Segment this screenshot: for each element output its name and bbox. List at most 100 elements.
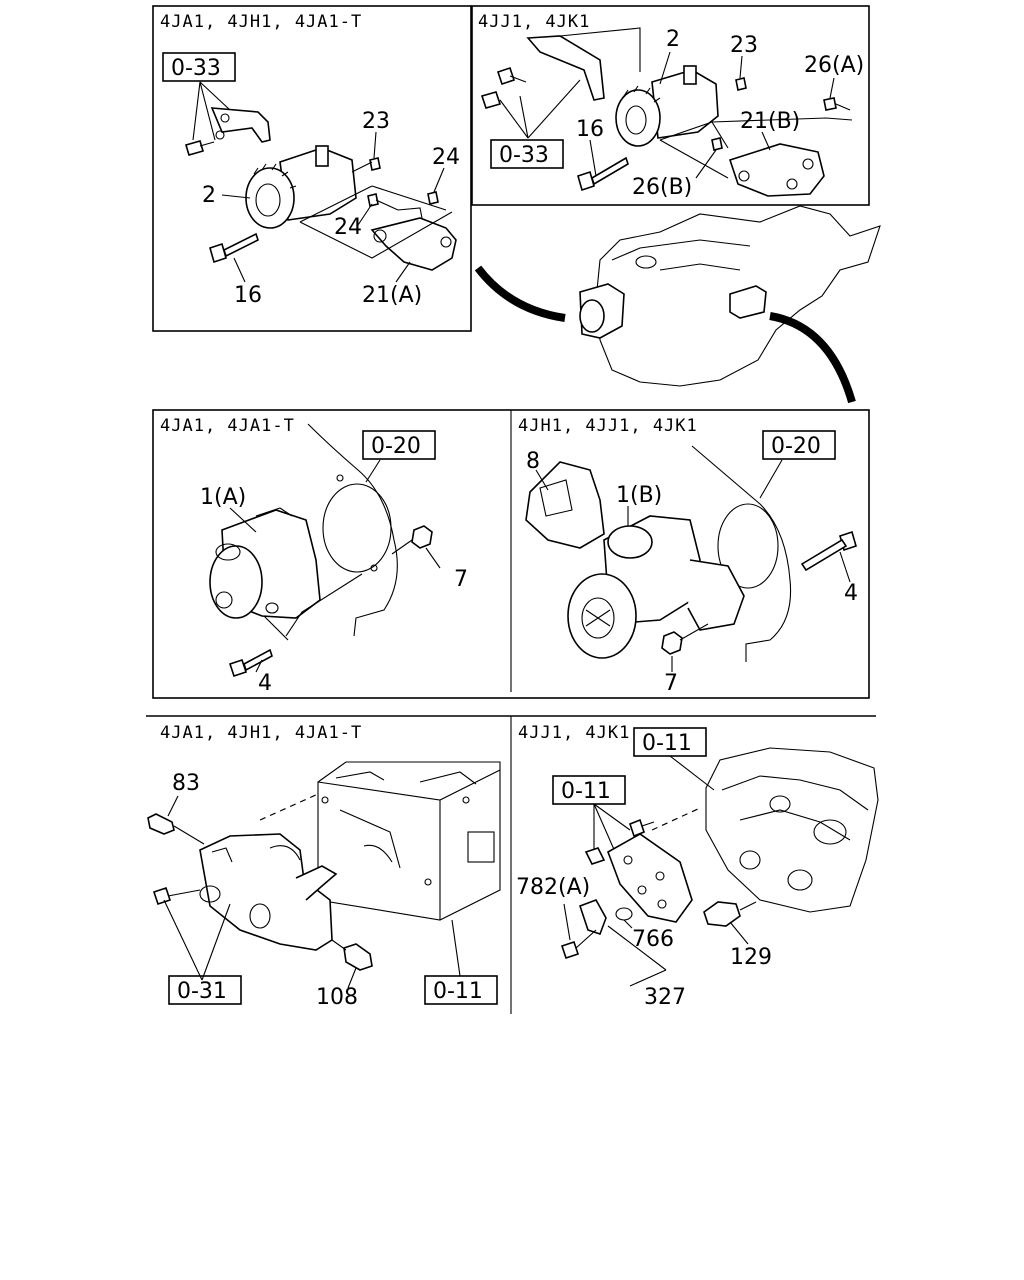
- callout-4: 4: [258, 671, 272, 696]
- ref-box-label: 0-11: [642, 731, 692, 756]
- engine-block-detail: [335, 771, 477, 785]
- pointer-arc-right: [769, 312, 856, 404]
- assembly-line: [259, 793, 319, 821]
- pulley: [615, 89, 661, 147]
- nut-23: [735, 77, 747, 91]
- bolt-16-shank: [223, 232, 259, 258]
- bracket-hole: [220, 113, 230, 123]
- ref-box-label: 0-11: [433, 979, 483, 1004]
- leader: [433, 167, 445, 193]
- pulley-vanes: [253, 163, 297, 189]
- leader: [233, 257, 246, 283]
- callout-21a: 21(A): [362, 283, 422, 308]
- leader-lines: [499, 79, 581, 139]
- bracket-21b: [728, 143, 825, 197]
- bolt-16-head: [577, 170, 595, 192]
- callout-7: 7: [664, 671, 678, 696]
- ref-box: [424, 975, 498, 1005]
- callout-83: 83: [172, 771, 200, 796]
- bolt-4-head: [228, 658, 248, 678]
- starter-solenoid: [255, 507, 293, 517]
- engine-cap: [635, 255, 657, 269]
- thermostat-housing: [199, 833, 333, 951]
- housing-hole: [370, 564, 378, 572]
- leader: [451, 919, 461, 977]
- leader: [221, 194, 251, 199]
- bracket-hole: [786, 178, 798, 190]
- plate-hole: [655, 871, 665, 881]
- nut-7: [661, 631, 683, 655]
- bracket-hole: [440, 236, 452, 248]
- ref-box-label: 0-20: [771, 434, 821, 459]
- bolt-24b-shank: [375, 199, 399, 211]
- ref-box-label: 0-33: [499, 143, 549, 168]
- housing-port: [249, 903, 271, 929]
- panel-middle: 4JA1, 4JA1-T 0-20 1(A) 7 4 4JH1, 4JJ1, 4…: [152, 409, 870, 699]
- starter-cross: [585, 609, 611, 627]
- ref-box: [552, 775, 626, 805]
- ref-box: [162, 52, 236, 82]
- bracket-hole: [738, 170, 750, 182]
- leader: [229, 507, 257, 533]
- assembly-lines: [659, 117, 853, 179]
- callout-23: 23: [362, 109, 390, 134]
- leader-lines: [192, 81, 231, 141]
- housing-hole: [336, 474, 344, 482]
- nut-7: [411, 525, 433, 549]
- starter-stud: [265, 602, 279, 614]
- callout-24: 24: [432, 145, 460, 170]
- housing-outline: [307, 423, 398, 637]
- callout-108: 108: [316, 985, 358, 1010]
- bracket-21a: [370, 217, 457, 271]
- assembly-lines: [299, 185, 453, 259]
- pulley-vanes: [623, 85, 661, 103]
- block-boss: [813, 819, 847, 845]
- block-hole: [424, 878, 432, 886]
- starter-endcap: [581, 597, 615, 639]
- bolt-24a: [427, 191, 439, 205]
- panel-header: 4JJ1, 4JK1: [518, 723, 630, 743]
- callout-8: 8: [526, 449, 540, 474]
- sensor-83: [147, 813, 175, 835]
- bracket: [210, 107, 271, 143]
- engine-sensor-block: [729, 285, 767, 319]
- bolt-4-shank: [800, 538, 848, 572]
- bolt-24b: [367, 193, 379, 207]
- leader: [739, 55, 743, 79]
- ref-box: [168, 975, 242, 1005]
- leader: [395, 261, 411, 283]
- cover-8-detail: [539, 479, 573, 517]
- callout-2: 2: [666, 27, 680, 52]
- pulley: [245, 167, 295, 229]
- block-ribs: [721, 775, 869, 841]
- panel-top-left: 4JA1, 4JH1, 4JA1-T 0-33: [152, 5, 472, 332]
- bracket-hole: [373, 229, 387, 243]
- callout-26a: 26(A): [804, 53, 864, 78]
- panel-frame: [471, 5, 870, 206]
- bolt-shank: [199, 141, 215, 147]
- callout-26b: 26(B): [632, 175, 692, 200]
- leader: [839, 551, 851, 583]
- bolt-shank: [167, 889, 201, 897]
- housing-outlet-pipe: [295, 865, 338, 901]
- pointer-arc-left: [474, 265, 566, 322]
- starter-solenoid: [607, 525, 653, 559]
- housing-detail: [269, 845, 301, 861]
- engine-overview: [474, 205, 881, 404]
- bracket-lip: [397, 207, 423, 219]
- leader: [365, 459, 381, 483]
- leader: [347, 967, 357, 989]
- plate-hole: [657, 899, 667, 909]
- leader: [373, 131, 377, 159]
- leader: [659, 51, 671, 85]
- bracket-hole: [802, 158, 814, 170]
- leader: [669, 755, 715, 791]
- bolt-26b: [711, 137, 723, 151]
- bracket-arm: [559, 27, 641, 72]
- leader: [357, 203, 373, 226]
- bolt-26a: [823, 97, 837, 111]
- leader: [255, 659, 263, 673]
- bracket: [526, 35, 605, 101]
- block-boss: [769, 795, 791, 813]
